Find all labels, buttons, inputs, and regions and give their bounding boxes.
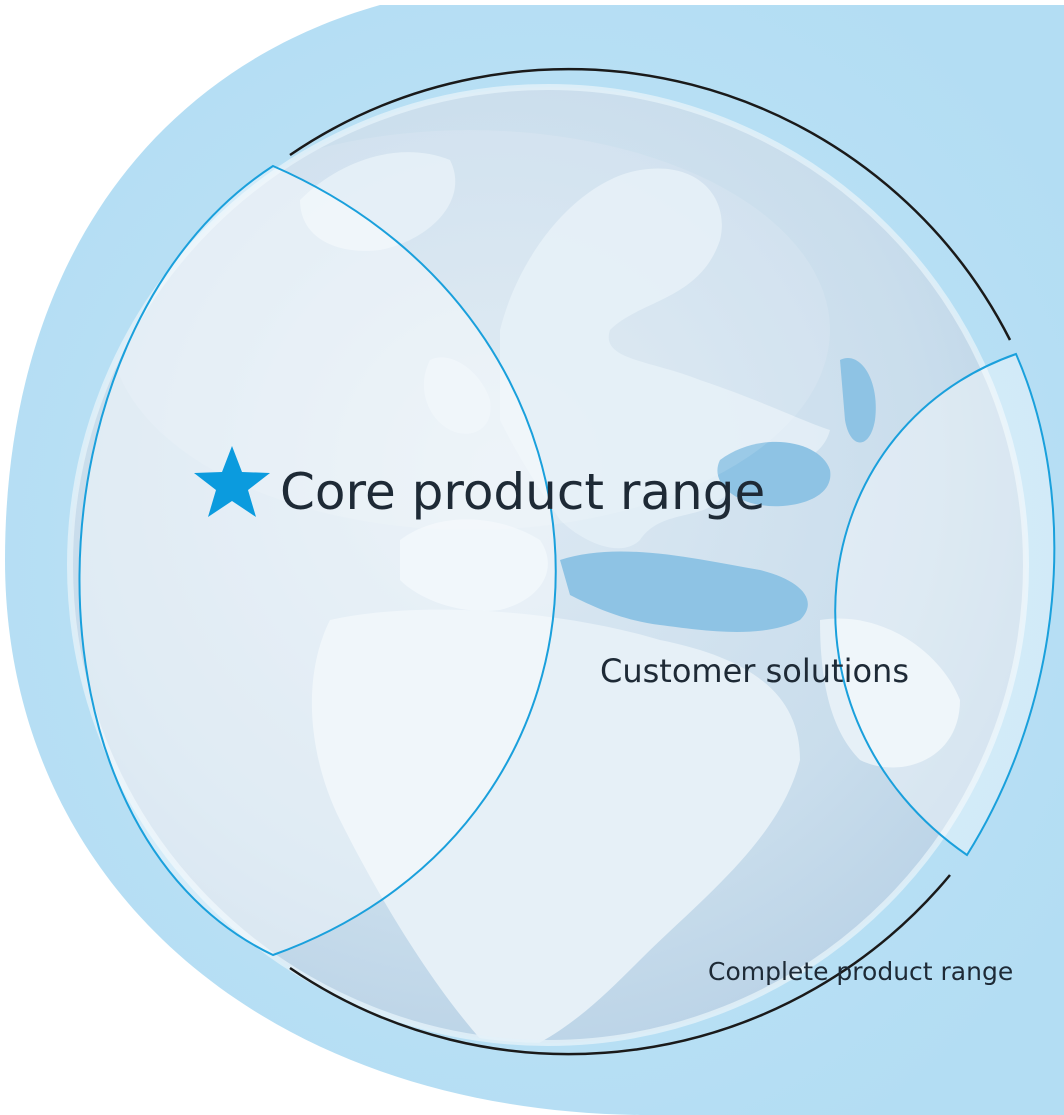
complete-range-arc-bottom (289, 874, 951, 1056)
land-iberia (400, 519, 548, 611)
customer-solutions-label: Customer solutions (600, 652, 909, 690)
caspian-sea (840, 358, 876, 443)
mediterranean-sea (560, 551, 808, 632)
land-africa (311, 609, 800, 1043)
land-arabia (820, 618, 960, 768)
land-greenland (300, 152, 456, 251)
core-range-lens (78, 164, 557, 957)
globe (70, 87, 1026, 1043)
globe-rim (67, 84, 1029, 1046)
complete-range-label: Complete product range (708, 957, 1013, 986)
complete-range-arc-top (289, 67, 1012, 341)
black-sea (717, 441, 831, 507)
core-range-label: Core product range (280, 463, 765, 521)
land-british-isles (423, 357, 491, 434)
customer-solutions-lens (834, 352, 1056, 857)
star-icon (194, 446, 270, 517)
